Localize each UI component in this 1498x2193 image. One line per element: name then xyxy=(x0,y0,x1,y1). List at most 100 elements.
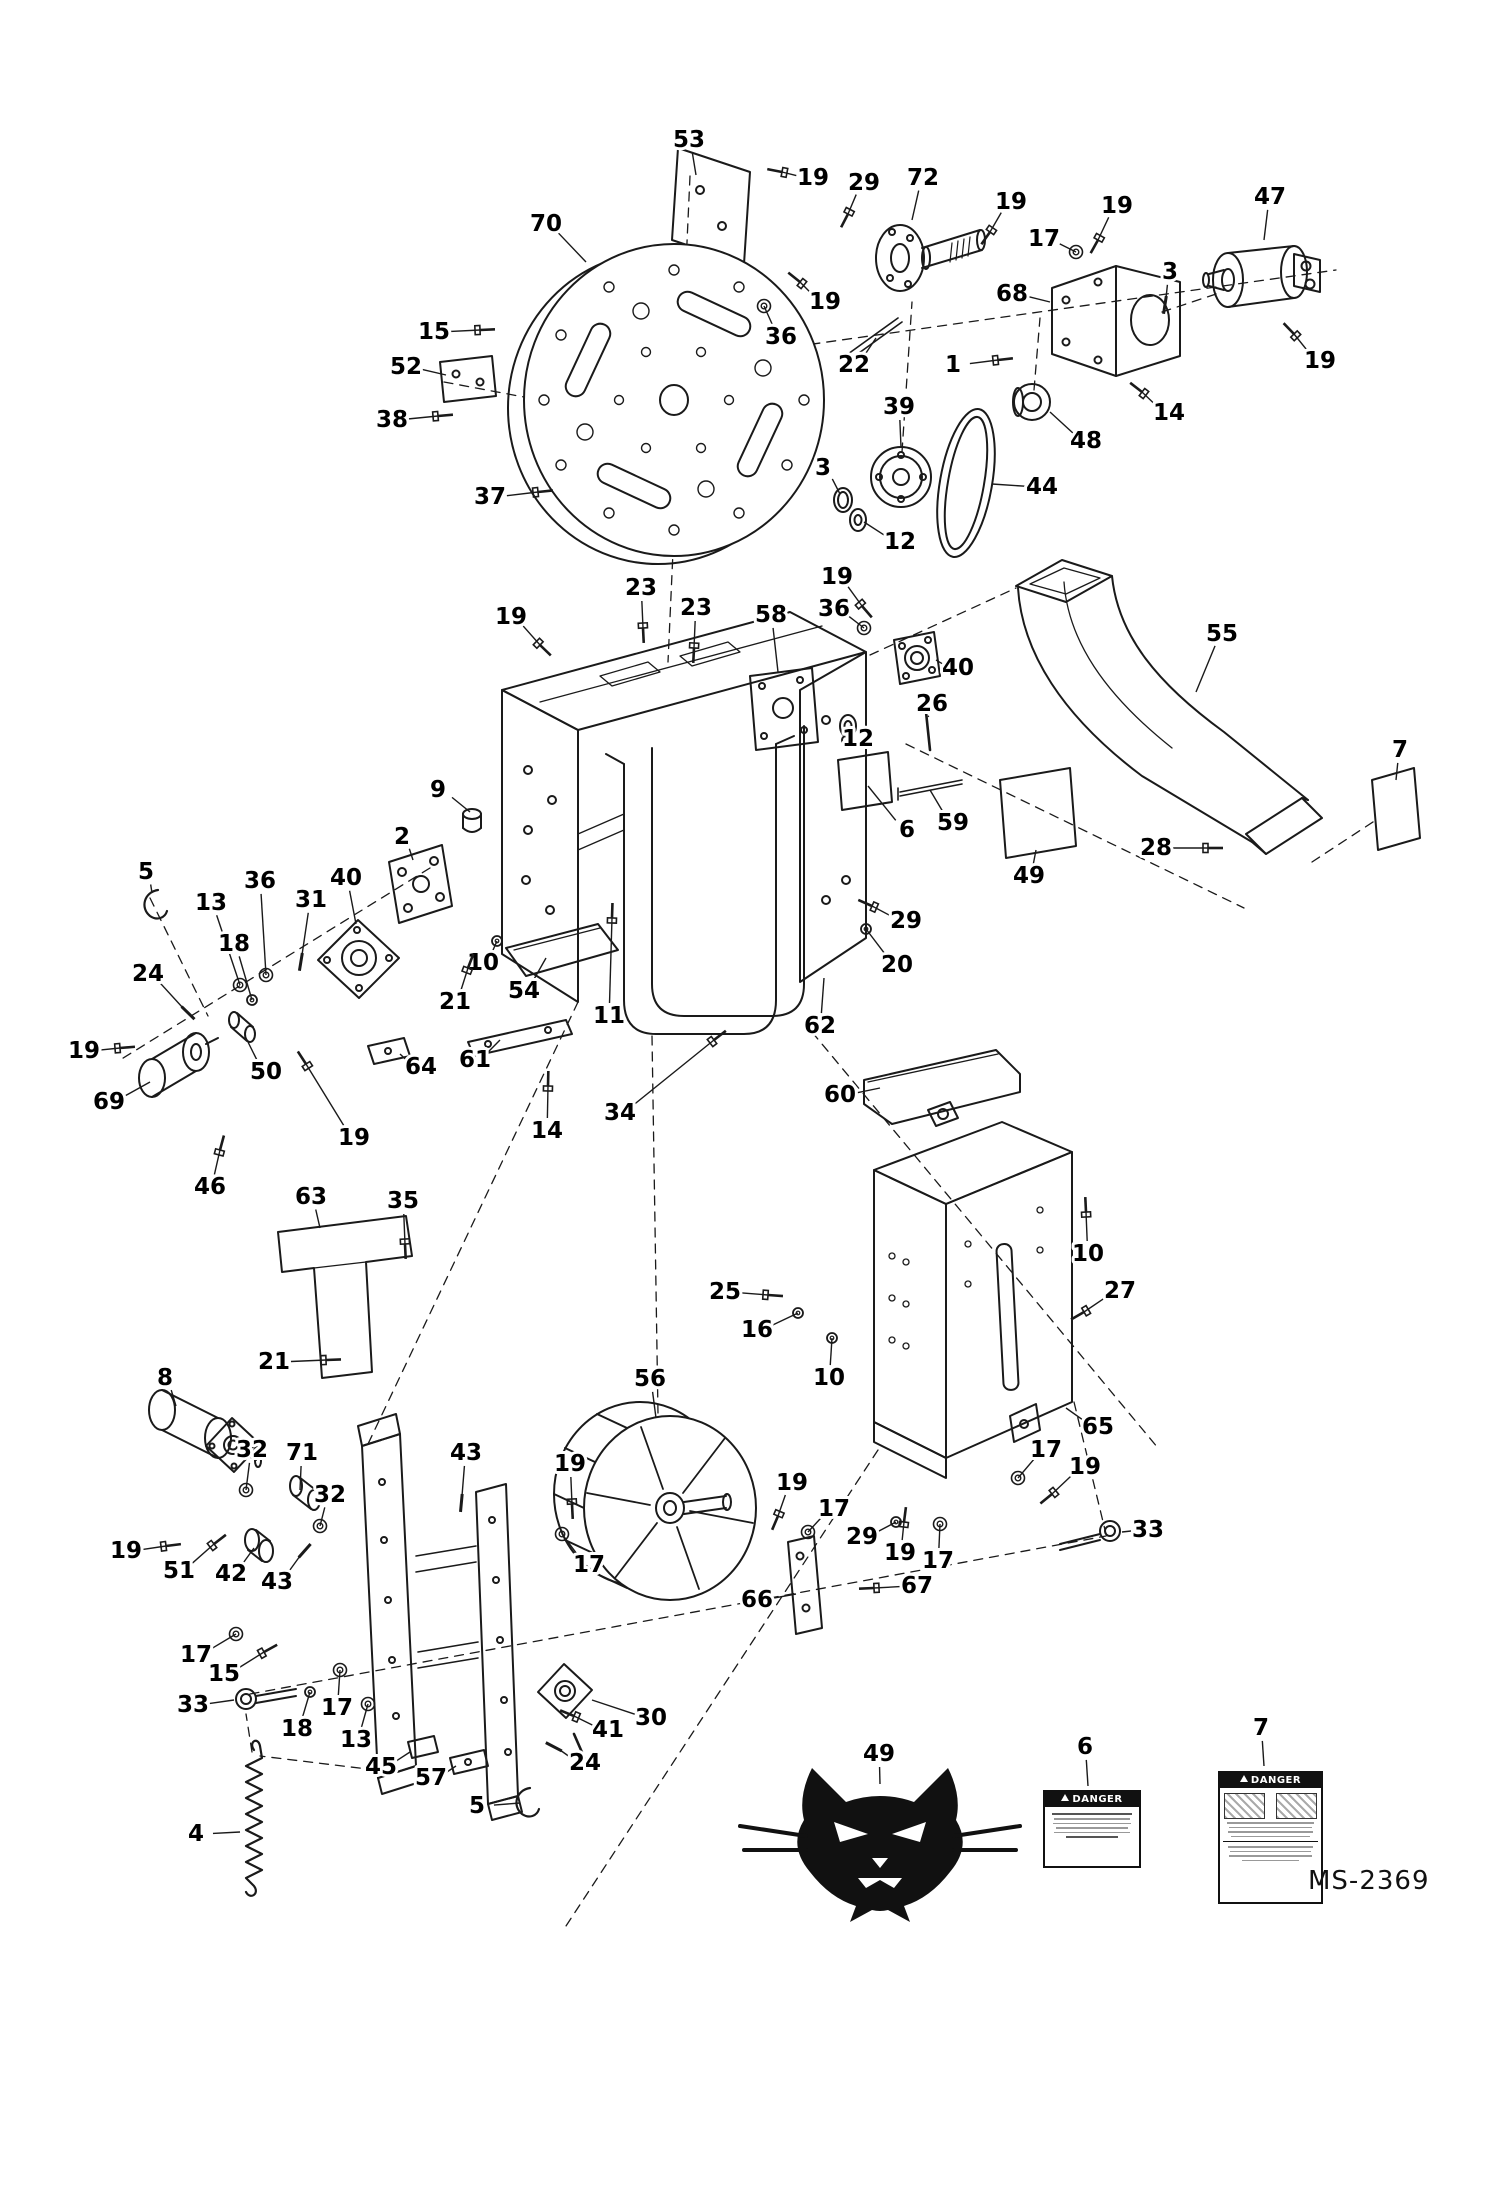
callout-label: 19 xyxy=(338,1125,370,1151)
callout-label: 56 xyxy=(634,1366,666,1392)
leader-line xyxy=(777,1494,787,1517)
flange-bearing xyxy=(893,631,941,685)
eyebolt xyxy=(235,1688,297,1710)
callout-label: 15 xyxy=(418,319,450,345)
leader-line xyxy=(1085,1759,1089,1787)
leader-line xyxy=(1261,1740,1265,1767)
callout-label: 38 xyxy=(376,407,408,433)
callout-label: 18 xyxy=(281,1716,313,1742)
callout-label: 34 xyxy=(604,1100,636,1126)
washer-icon xyxy=(800,1524,816,1540)
bolt-icon xyxy=(770,1508,786,1531)
bolt-icon xyxy=(606,902,618,924)
callout-label: 14 xyxy=(1153,400,1185,426)
leader-line xyxy=(877,1521,897,1533)
callout-label: 39 xyxy=(883,394,915,420)
leader-line xyxy=(408,848,414,861)
leader-line xyxy=(1032,849,1037,864)
callout-label: 36 xyxy=(244,868,276,894)
callout-label: 9 xyxy=(430,777,446,803)
leader-line xyxy=(1165,284,1169,299)
bolt-icon xyxy=(787,271,808,290)
leader-line xyxy=(773,1593,797,1599)
deflector-guard xyxy=(277,1215,413,1379)
leader-line xyxy=(305,1063,346,1128)
callout-label: 35 xyxy=(387,1188,419,1214)
callout-label: 24 xyxy=(132,961,164,987)
callout-label: 17 xyxy=(922,1548,954,1574)
leader-line xyxy=(159,982,184,1009)
danger-title: DANGER xyxy=(1072,1794,1123,1805)
hydraulic-motor xyxy=(1202,245,1321,308)
bolt-icon xyxy=(857,898,880,914)
spring-hook xyxy=(515,1786,541,1818)
leader-line xyxy=(935,659,943,665)
bolt-icon xyxy=(1070,1304,1092,1321)
leader-line xyxy=(831,478,841,495)
danger-decal-header: DANGER xyxy=(1045,1792,1139,1807)
bolt-icon xyxy=(206,1533,227,1552)
bolt-icon xyxy=(256,1643,278,1660)
callout-label: 17 xyxy=(321,1695,353,1721)
shaft-coupler xyxy=(1012,383,1051,421)
callout-label: 59 xyxy=(937,810,969,836)
leader-line xyxy=(1065,1407,1084,1421)
discharge-chute xyxy=(1015,559,1323,855)
callout-label: 19 xyxy=(1101,193,1133,219)
plug xyxy=(462,808,482,833)
leader-line xyxy=(863,521,886,537)
callout-label: 69 xyxy=(93,1089,125,1115)
washer-icon xyxy=(932,1516,948,1532)
bolt-icon xyxy=(532,637,552,657)
callout-label: 23 xyxy=(625,575,657,601)
leader-line xyxy=(260,893,267,976)
callout-label: 7 xyxy=(1253,1715,1269,1741)
callout-label: 52 xyxy=(390,354,422,380)
leader-line xyxy=(991,483,1026,487)
callout-label: 46 xyxy=(194,1174,226,1200)
leader-line xyxy=(445,1765,457,1773)
callout-label: 64 xyxy=(405,1054,437,1080)
leader-line xyxy=(360,1703,369,1728)
callout-label: 36 xyxy=(765,324,797,350)
callout-label: 22 xyxy=(838,352,870,378)
callout-label: 37 xyxy=(474,484,506,510)
leader-line xyxy=(532,957,547,981)
callout-label: 40 xyxy=(942,655,974,681)
leader-line xyxy=(848,725,851,729)
o-ring xyxy=(833,487,853,513)
callout-label: 30 xyxy=(635,1705,667,1731)
decal-blank xyxy=(999,767,1077,859)
danger-decal-small: DANGER xyxy=(1043,1790,1141,1868)
leader-line xyxy=(691,152,697,176)
leader-line xyxy=(856,1087,881,1094)
callout-label: 41 xyxy=(592,1717,624,1743)
callout-label: 51 xyxy=(163,1558,195,1584)
pin-icon xyxy=(545,1741,563,1753)
callout-label: 29 xyxy=(848,170,880,196)
bolt-icon xyxy=(542,1070,554,1092)
callout-label: 33 xyxy=(1132,1517,1164,1543)
leader-line xyxy=(1141,391,1157,406)
callout-label: 10 xyxy=(813,1365,845,1391)
callout-label: 19 xyxy=(797,165,829,191)
callout-label: 58 xyxy=(755,602,787,628)
callout-label: 13 xyxy=(340,1727,372,1753)
bobcat-logo xyxy=(738,1768,1022,1922)
spring-hook xyxy=(143,888,169,920)
flat-washer xyxy=(849,508,867,532)
leader-line xyxy=(290,1359,327,1363)
leader-line xyxy=(487,1039,501,1053)
washer-icon xyxy=(228,1626,244,1642)
washer-icon xyxy=(258,967,274,983)
side-plate xyxy=(475,1483,523,1821)
callout-label: 66 xyxy=(741,1587,773,1613)
callout-label: 3 xyxy=(1162,259,1178,285)
flange-bearing xyxy=(317,919,400,999)
leader-line xyxy=(741,1292,769,1296)
callout-label: 12 xyxy=(884,529,916,555)
washer-icon xyxy=(332,1662,348,1678)
eyebolt xyxy=(1059,1520,1121,1551)
leader-line xyxy=(315,1209,321,1229)
callout-label: 47 xyxy=(1254,184,1286,210)
